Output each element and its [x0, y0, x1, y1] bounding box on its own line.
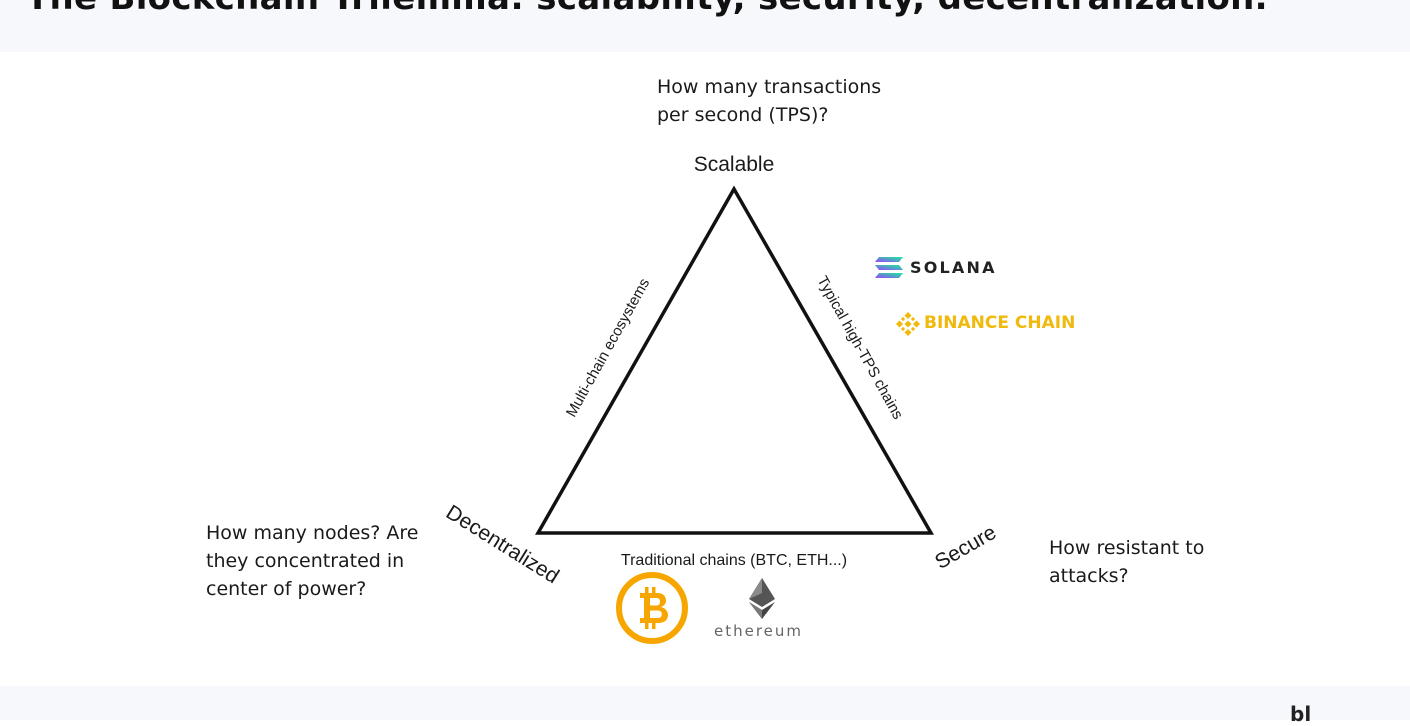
footer-fragment: bl — [1290, 702, 1312, 726]
scalable-question: How many transactions per second (TPS)? — [657, 76, 882, 126]
secure-question: How resistant to attacks? — [1049, 537, 1205, 587]
binance-wordmark: BINANCE CHAIN — [924, 313, 1076, 333]
vertex-scalable: Scalable — [694, 153, 775, 176]
slide-title: The Blockchain Trilemma: scalability, se… — [26, 0, 1268, 18]
bitcoin-icon — [616, 572, 688, 644]
vertex-secure: Secure — [931, 521, 1000, 574]
binance-logo: BINANCE CHAIN — [896, 311, 1096, 337]
trilemma-triangle — [534, 185, 935, 535]
ethereum-logo: ethereum — [712, 576, 812, 646]
solana-logo: SOLANA — [874, 254, 1014, 282]
bitcoin-logo — [614, 570, 690, 646]
solana-icon — [875, 257, 903, 278]
header-band — [0, 0, 1410, 52]
decentralized-question: How many nodes? Are they concentrated in… — [206, 522, 419, 600]
ethereum-wordmark: ethereum — [714, 622, 804, 640]
side-label-high-tps: Typical high-TPS chains — [813, 273, 906, 422]
side-label-traditional: Traditional chains (BTC, ETH...) — [621, 552, 847, 569]
solana-wordmark: SOLANA — [910, 258, 997, 277]
ethereum-icon — [749, 578, 775, 619]
footer-band — [0, 686, 1410, 720]
vertex-decentralized: Decentralized — [442, 501, 563, 589]
binance-icon — [896, 312, 920, 336]
side-label-multichain: Multi-chain ecosystems — [563, 276, 653, 421]
